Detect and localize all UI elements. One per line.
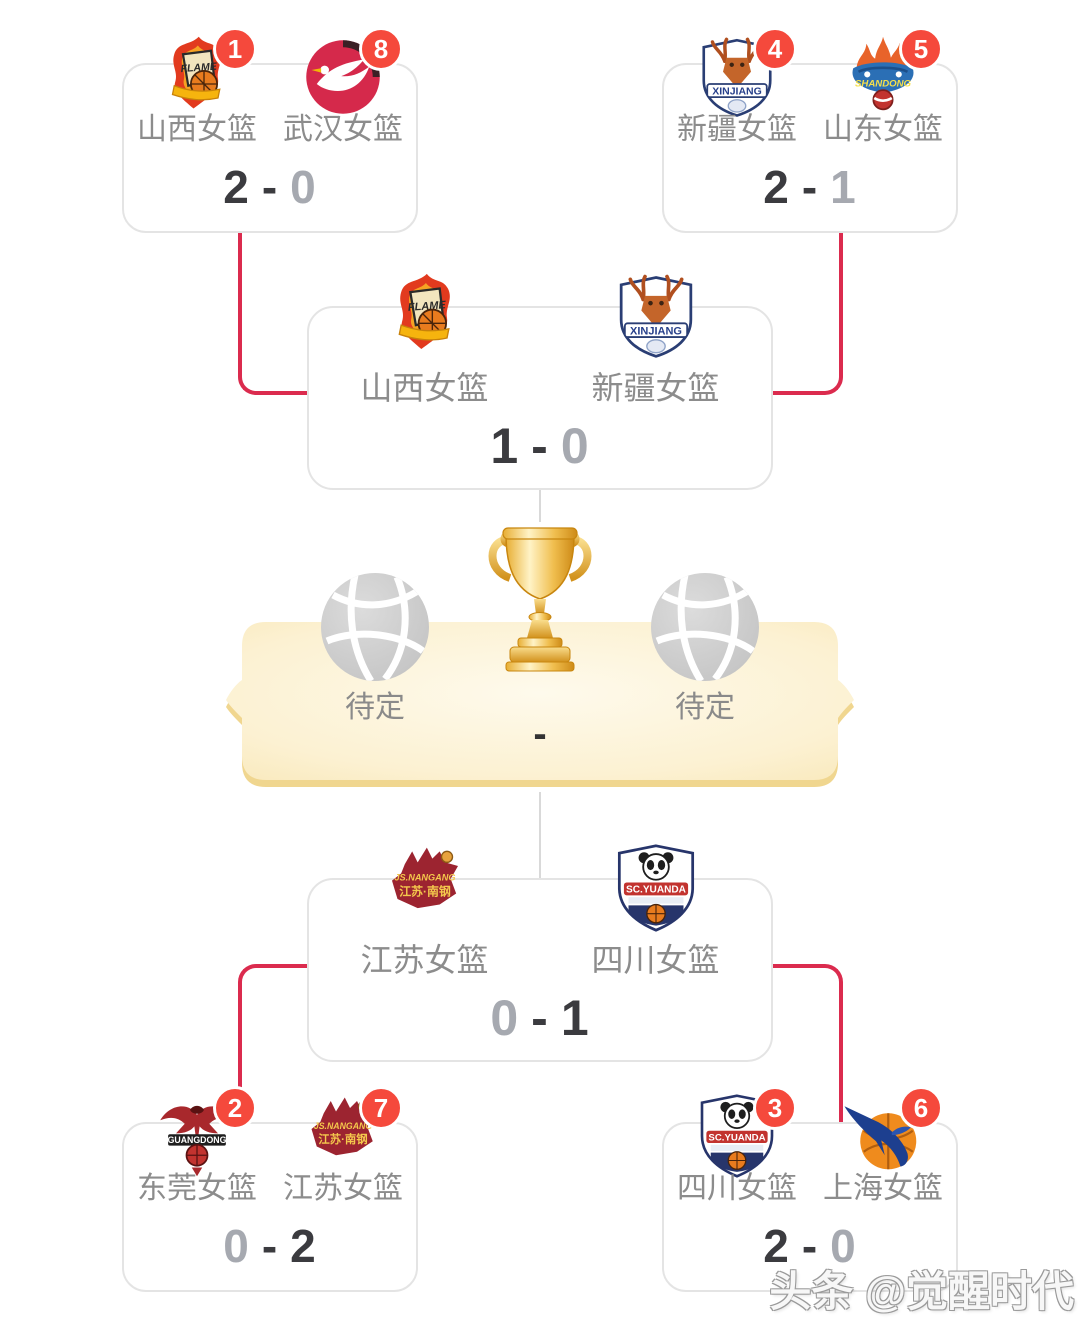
xinjiang-deer-logo: XINJIANG 4: [695, 27, 797, 119]
score-right: 1: [830, 161, 857, 213]
svg-text:SHANDONG: SHANDONG: [855, 79, 912, 90]
seed-badge: 2: [213, 1086, 257, 1130]
sichuan-yuanda-panda-logo: SC.YUANDA: [612, 844, 700, 932]
score-separator: -: [531, 990, 549, 1046]
match-score: 0-1: [309, 990, 771, 1046]
svg-text:江苏·南钢: 江苏·南钢: [318, 1132, 367, 1146]
svg-text:XINJIANG: XINJIANG: [630, 325, 682, 337]
match-score: 2-0: [124, 161, 416, 213]
match-score: 1-0: [309, 418, 771, 474]
connector-top-left: [238, 231, 314, 395]
score-right: 0: [830, 1220, 857, 1272]
final-score-separator: -: [533, 712, 547, 756]
connector-top-right: [771, 231, 843, 395]
connector-bottom-right: [771, 964, 843, 1126]
jiangsu-nangang-logo: JS.NANGANG 江苏·南钢: [381, 844, 469, 932]
connector-final-bottom: [539, 792, 541, 878]
svg-text:GUANGDONG: GUANGDONG: [168, 1135, 227, 1145]
score-separator: -: [261, 161, 279, 213]
match-card-qf1: FLAME 1 8: [122, 27, 418, 233]
match-card-qf4: SC.YUANDA 3: [662, 1086, 958, 1292]
shanghai-swordfish-logo: 6: [841, 1086, 943, 1178]
score-left: 2: [763, 161, 790, 213]
team-name: 新疆女篮: [677, 113, 797, 146]
seed-badge: 4: [753, 27, 797, 71]
sichuan-yuanda-panda-logo: SC.YUANDA 3: [695, 1086, 797, 1178]
score-separator: -: [531, 418, 549, 474]
score-left: 2: [223, 161, 250, 213]
seed-badge: 5: [899, 27, 943, 71]
seed-badge: 3: [753, 1086, 797, 1130]
team-name: 江苏女篮: [283, 1172, 403, 1205]
match-card-qf3: GUANGDONG 2 JS.NANGANG 江苏·南钢: [122, 1086, 418, 1292]
score-separator: -: [801, 161, 819, 213]
connector-final-top: [539, 490, 541, 522]
watermark: 头条 @觉醒时代: [769, 1268, 1074, 1315]
wuhan-crane-logo: 8: [301, 27, 403, 119]
shandong-dragon-logo: SHANDONG 5: [841, 27, 943, 119]
xinjiang-deer-logo: XINJIANG: [612, 272, 700, 360]
basketball-icon: [649, 571, 761, 683]
team-name: 武汉女篮: [283, 113, 403, 146]
guangdong-phoenix-logo: GUANGDONG 2: [155, 1086, 257, 1178]
score-right: 0: [560, 418, 590, 474]
match-card-qf2: XINJIANG 4 SHANDONG: [662, 27, 958, 233]
score-right: 1: [560, 990, 590, 1046]
team-name: 东莞女篮: [137, 1172, 257, 1205]
seed-badge: 7: [359, 1086, 403, 1130]
match-score: 2-1: [664, 161, 956, 213]
shanxi-flame-logo: FLAME 1: [155, 27, 257, 119]
team-name: 江苏女篮: [360, 942, 489, 978]
svg-text:江苏·南钢: 江苏·南钢: [399, 884, 451, 898]
team-name: 上海女篮: [823, 1172, 943, 1205]
svg-text:XINJIANG: XINJIANG: [712, 86, 762, 98]
score-right: 2: [290, 1220, 317, 1272]
svg-text:JS.NANGANG: JS.NANGANG: [394, 873, 455, 883]
seed-badge: 6: [899, 1086, 943, 1130]
svg-text:SC.YUANDA: SC.YUANDA: [626, 885, 687, 896]
score-left: 2: [763, 1220, 790, 1272]
final-left-team-name: 待定: [345, 691, 405, 724]
team-name: 山西女篮: [360, 370, 489, 406]
team-name: 山东女篮: [823, 113, 943, 146]
match-card-semifinal1: FLAME XINJIANG: [307, 273, 773, 490]
team-name: 新疆女篮: [591, 370, 720, 406]
match-card-semifinal2: JS.NANGANG 江苏·南钢 SC.YUANDA: [307, 844, 773, 1062]
trophy-icon: [482, 520, 598, 678]
score-right: 0: [290, 161, 317, 213]
jiangsu-nangang-logo: JS.NANGANG 江苏·南钢 7: [301, 1086, 403, 1178]
match-score: 0-2: [124, 1220, 416, 1272]
score-left: 0: [490, 990, 520, 1046]
basketball-icon: [319, 571, 431, 683]
team-name: 四川女篮: [591, 942, 720, 978]
final-right-team-name: 待定: [675, 691, 735, 724]
team-name: 山西女篮: [137, 113, 257, 146]
connector-bottom-left: [238, 964, 312, 1108]
score-left: 1: [490, 418, 520, 474]
shanxi-flame-logo: FLAME: [381, 272, 469, 360]
svg-text:SC.YUANDA: SC.YUANDA: [708, 1132, 765, 1143]
score-left: 0: [223, 1220, 250, 1272]
match-score: 2-0: [664, 1220, 956, 1272]
seed-badge: 8: [359, 27, 403, 71]
seed-badge: 1: [213, 27, 257, 71]
score-separator: -: [801, 1220, 819, 1272]
score-separator: -: [261, 1220, 279, 1272]
team-name: 四川女篮: [677, 1172, 797, 1205]
svg-text:JS.NANGANG: JS.NANGANG: [314, 1121, 373, 1131]
